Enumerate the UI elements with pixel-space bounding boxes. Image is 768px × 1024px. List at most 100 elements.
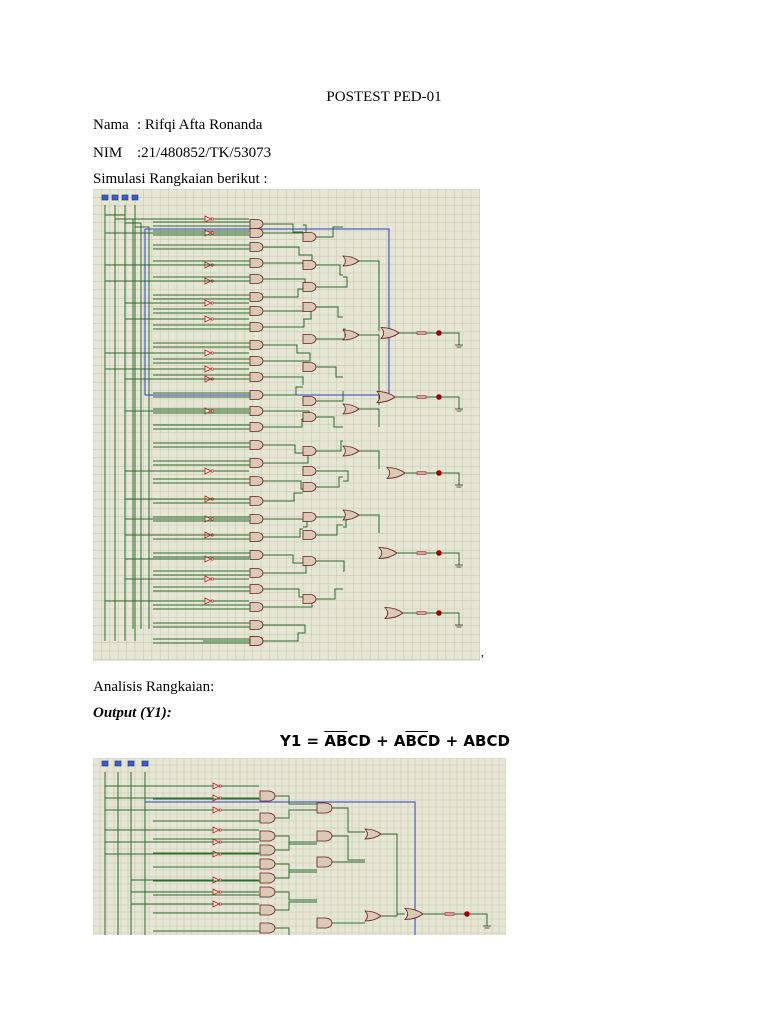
- level3-output-wire: [359, 260, 380, 331]
- feedback-wire: [145, 801, 416, 935]
- and-gate: [259, 904, 276, 916]
- and-gate: [249, 514, 264, 524]
- output-resistor: [416, 471, 427, 475]
- and-gate: [249, 390, 264, 400]
- formula-plus: +: [440, 732, 464, 750]
- inverted-bus-wire: [105, 214, 126, 629]
- circuit-schematic-full: [93, 189, 480, 661]
- not-gate-bubble: [210, 409, 214, 413]
- and-output-wire: [275, 835, 317, 845]
- and-gate: [302, 412, 317, 422]
- and-output-wire: [275, 841, 317, 851]
- and-output-wire: [263, 588, 303, 598]
- level2-output-wire: [316, 440, 343, 452]
- and-output-wire: [263, 376, 304, 385]
- or-gate: [386, 467, 406, 479]
- formula-equals: =: [301, 732, 325, 750]
- circuit-schematic-y1: [93, 758, 506, 935]
- formula-plus: +: [370, 732, 394, 750]
- and-gate: [316, 856, 333, 868]
- and-gate: [259, 922, 276, 934]
- inverted-bus-wire: [135, 226, 150, 629]
- level2-output-wire: [316, 391, 344, 402]
- not-gate-bubble: [210, 351, 214, 355]
- not-gate-bubble: [218, 840, 222, 844]
- and-gate: [302, 362, 317, 372]
- and-gate: [302, 302, 317, 312]
- output-resistor: [416, 611, 427, 615]
- and-gate: [259, 790, 276, 802]
- not-gate-bubble: [210, 577, 214, 581]
- and-output-wire: [263, 318, 305, 328]
- and-gate: [302, 446, 317, 456]
- and-gate: [249, 372, 264, 382]
- level2-output-wire: [316, 560, 345, 572]
- ground-wire: [442, 396, 460, 409]
- not-gate-bubble: [210, 301, 214, 305]
- level3-output-wire: [359, 408, 380, 427]
- level3-output-wire: [359, 514, 380, 533]
- or-gate: [376, 391, 396, 403]
- ground-symbol: [455, 564, 463, 568]
- name-value: : Rifqi Afta Ronanda: [137, 117, 263, 133]
- and-gate: [249, 620, 264, 630]
- and-gate: [259, 872, 276, 884]
- formula-variable: B: [335, 732, 348, 750]
- and-output-wire: [263, 223, 303, 233]
- and-output-wire: [263, 632, 303, 642]
- and-output-wire: [263, 554, 303, 564]
- formula-variable: A: [324, 732, 336, 750]
- level2-output-wire: [316, 476, 343, 488]
- output-led: [436, 394, 442, 400]
- logic-input-pin: [101, 194, 109, 201]
- output-resistor: [416, 331, 427, 335]
- or-gate: [380, 327, 400, 339]
- level2-output-wire: [316, 524, 343, 536]
- and-gate: [249, 219, 264, 229]
- or-gate: [342, 509, 360, 521]
- nim-label: NIM: [93, 145, 123, 161]
- and-output-wire: [263, 480, 303, 490]
- grid-background: [93, 758, 506, 935]
- not-gate-bubble: [210, 599, 214, 603]
- and-gate: [259, 812, 276, 824]
- and-gate: [316, 917, 333, 929]
- and-gate: [249, 356, 264, 366]
- ground-symbol: [455, 484, 463, 488]
- not-gate-bubble: [218, 784, 222, 788]
- logic-input-pin: [101, 760, 109, 767]
- and-gate: [302, 594, 317, 604]
- level2-output-wire: [316, 516, 347, 528]
- ground-symbol: [455, 408, 463, 412]
- and-gate: [249, 584, 264, 594]
- and-gate: [249, 496, 264, 506]
- formula-variable: C: [416, 732, 428, 750]
- and-output-wire: [263, 418, 303, 428]
- formula-variable: D: [427, 732, 441, 750]
- and-gate: [302, 482, 317, 492]
- or-gate: [384, 607, 404, 619]
- and-gate: [302, 396, 317, 406]
- and-gate: [249, 550, 264, 560]
- and-output-wire: [263, 246, 303, 256]
- and-output-wire: [275, 901, 317, 911]
- output-led: [436, 550, 442, 556]
- and-gate: [249, 406, 264, 416]
- and-output-wire: [275, 863, 317, 873]
- and-gate: [249, 306, 264, 316]
- output-led: [464, 911, 470, 917]
- level2-output-wire: [316, 470, 349, 482]
- ground-symbol: [455, 344, 463, 348]
- and-gate: [302, 512, 317, 522]
- formula-variable: C: [486, 732, 498, 750]
- ground-wire: [442, 472, 460, 485]
- level2-output-wire: [316, 588, 343, 600]
- ground-wire: [442, 612, 460, 625]
- and-output-wire: [263, 288, 303, 298]
- and-gate: [249, 242, 264, 252]
- formula-variable: D: [358, 732, 371, 750]
- logic-input-pin: [127, 760, 135, 767]
- logic-input-pin: [121, 194, 129, 201]
- formula-variable: D: [497, 732, 510, 750]
- level2-output-wire: [316, 226, 343, 238]
